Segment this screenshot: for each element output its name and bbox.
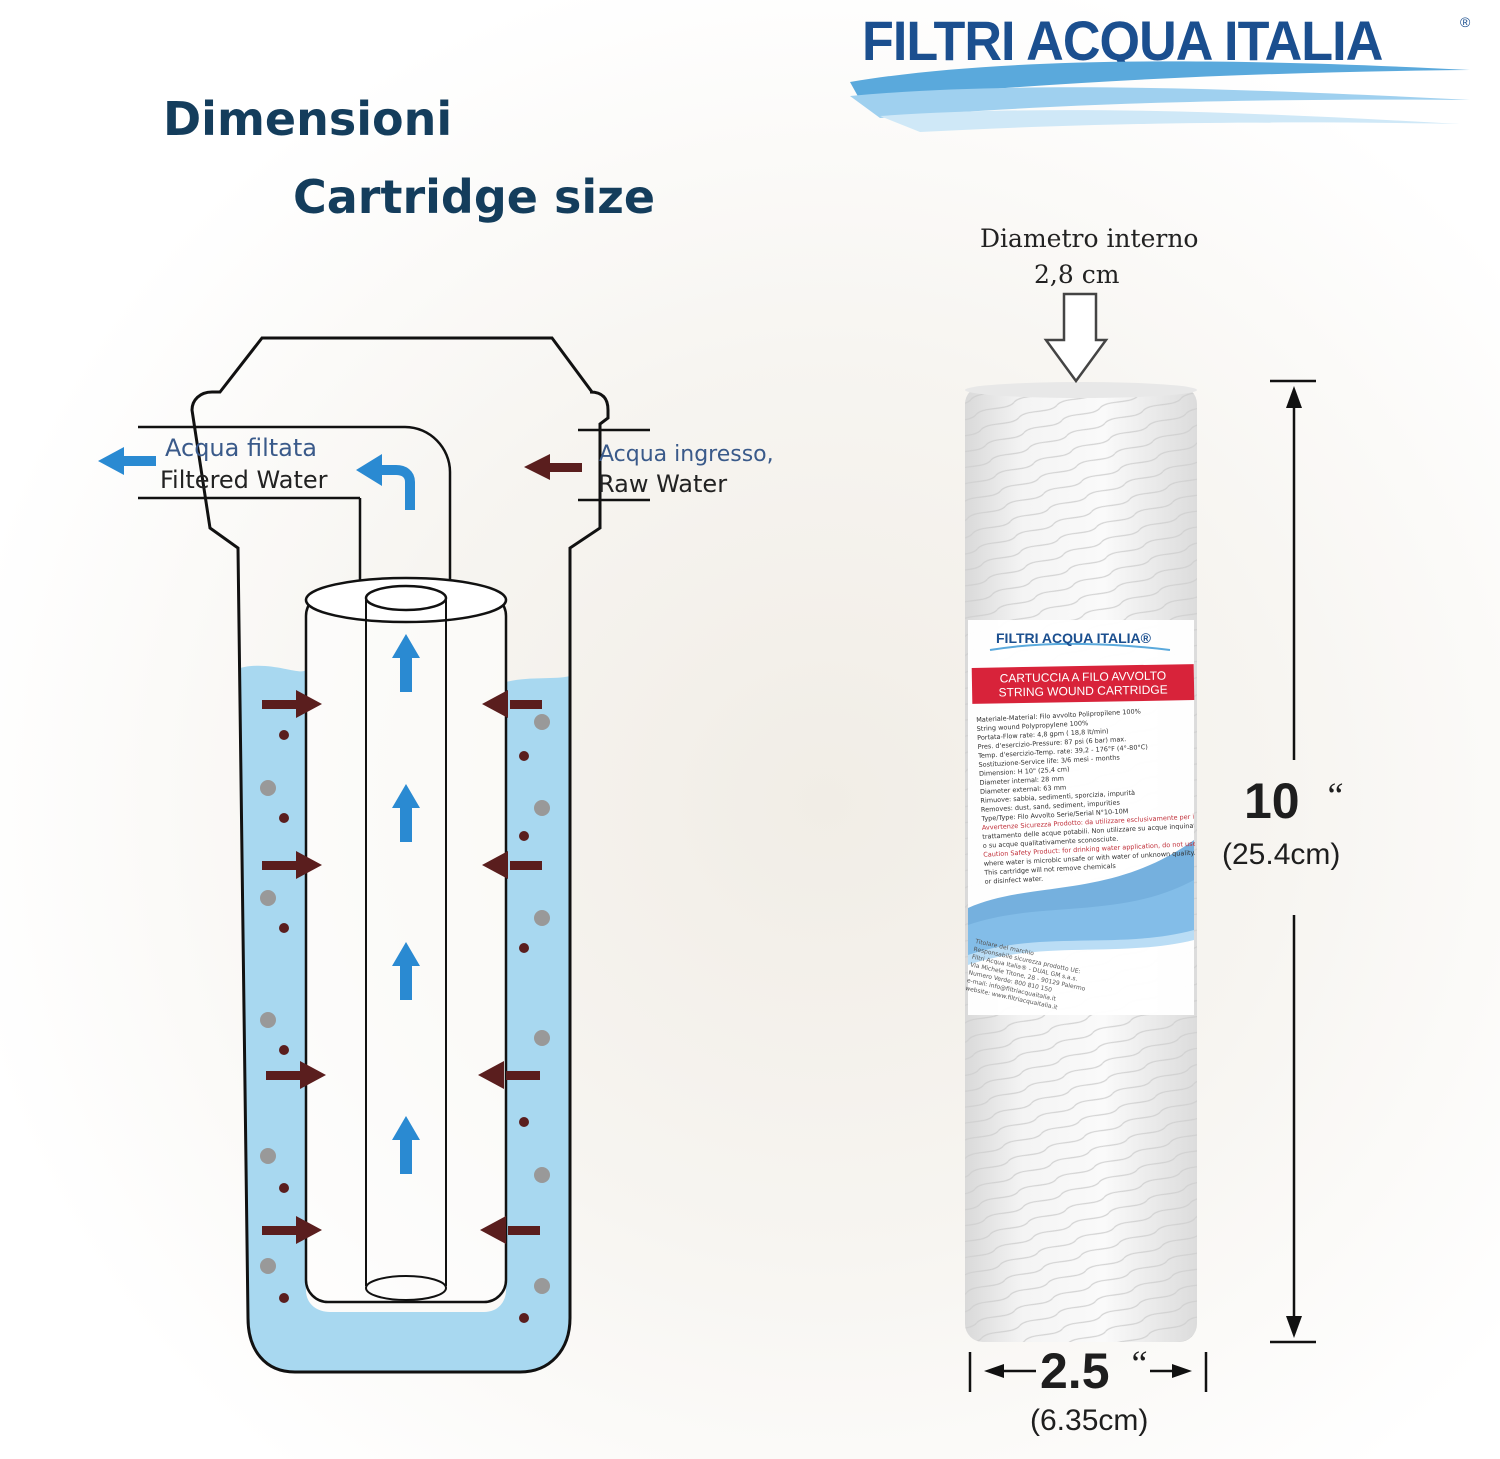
- title-dimensions: Dimensioni: [163, 92, 453, 146]
- label-specs: Materiale-Material: Filo avvolto Polipro…: [976, 705, 1197, 887]
- brand-wave-icon: [850, 61, 1470, 132]
- inflow-arrows-left: [262, 690, 326, 1244]
- cartridge-photo: [965, 382, 1197, 1342]
- height-cm: (25.4cm): [1222, 838, 1341, 871]
- outlet-label-en: Filtered Water: [160, 466, 328, 494]
- height-inch-mark: “: [1324, 775, 1345, 815]
- title-cartridge-size: Cartridge size: [293, 170, 656, 224]
- inlet-arrow-icon: [524, 454, 582, 480]
- inlet-label-it: Acqua ingresso,: [599, 442, 774, 467]
- outlet-label-it: Acqua filtata: [165, 434, 317, 462]
- brand-logo-text: FILTRI ACQUA ITALIA: [862, 9, 1383, 72]
- outlet-turn-arrow-icon: [356, 454, 415, 510]
- brand-registered-mark: ®: [1460, 14, 1471, 30]
- width-inches: 2.5: [1040, 1343, 1110, 1399]
- height-inches: 10: [1244, 773, 1300, 829]
- sediment-particles: [260, 714, 550, 1323]
- outlet-arrow-icon: [98, 447, 156, 475]
- inflow-arrows-right: [478, 690, 542, 1244]
- housing-outline: [190, 336, 610, 1374]
- label-band: CARTUCCIA A FILO AVVOLTO STRING WOUND CA…: [971, 664, 1195, 704]
- label-brand: FILTRI ACQUA ITALIA®: [996, 630, 1151, 646]
- label-band-en: STRING WOUND CARTRIDGE: [998, 682, 1168, 700]
- inlet-label-en: Raw Water: [598, 470, 728, 498]
- inner-diameter-label: Diametro interno: [980, 224, 1199, 253]
- height-dimension-line: [1270, 379, 1316, 1344]
- inner-diameter-arrow-icon: [1043, 292, 1109, 384]
- width-inch-mark: “: [1128, 1343, 1149, 1383]
- inner-diameter-value: 2,8 cm: [1034, 260, 1120, 289]
- width-cm: (6.35cm): [1030, 1404, 1149, 1437]
- flow-up-arrows: [392, 634, 420, 1174]
